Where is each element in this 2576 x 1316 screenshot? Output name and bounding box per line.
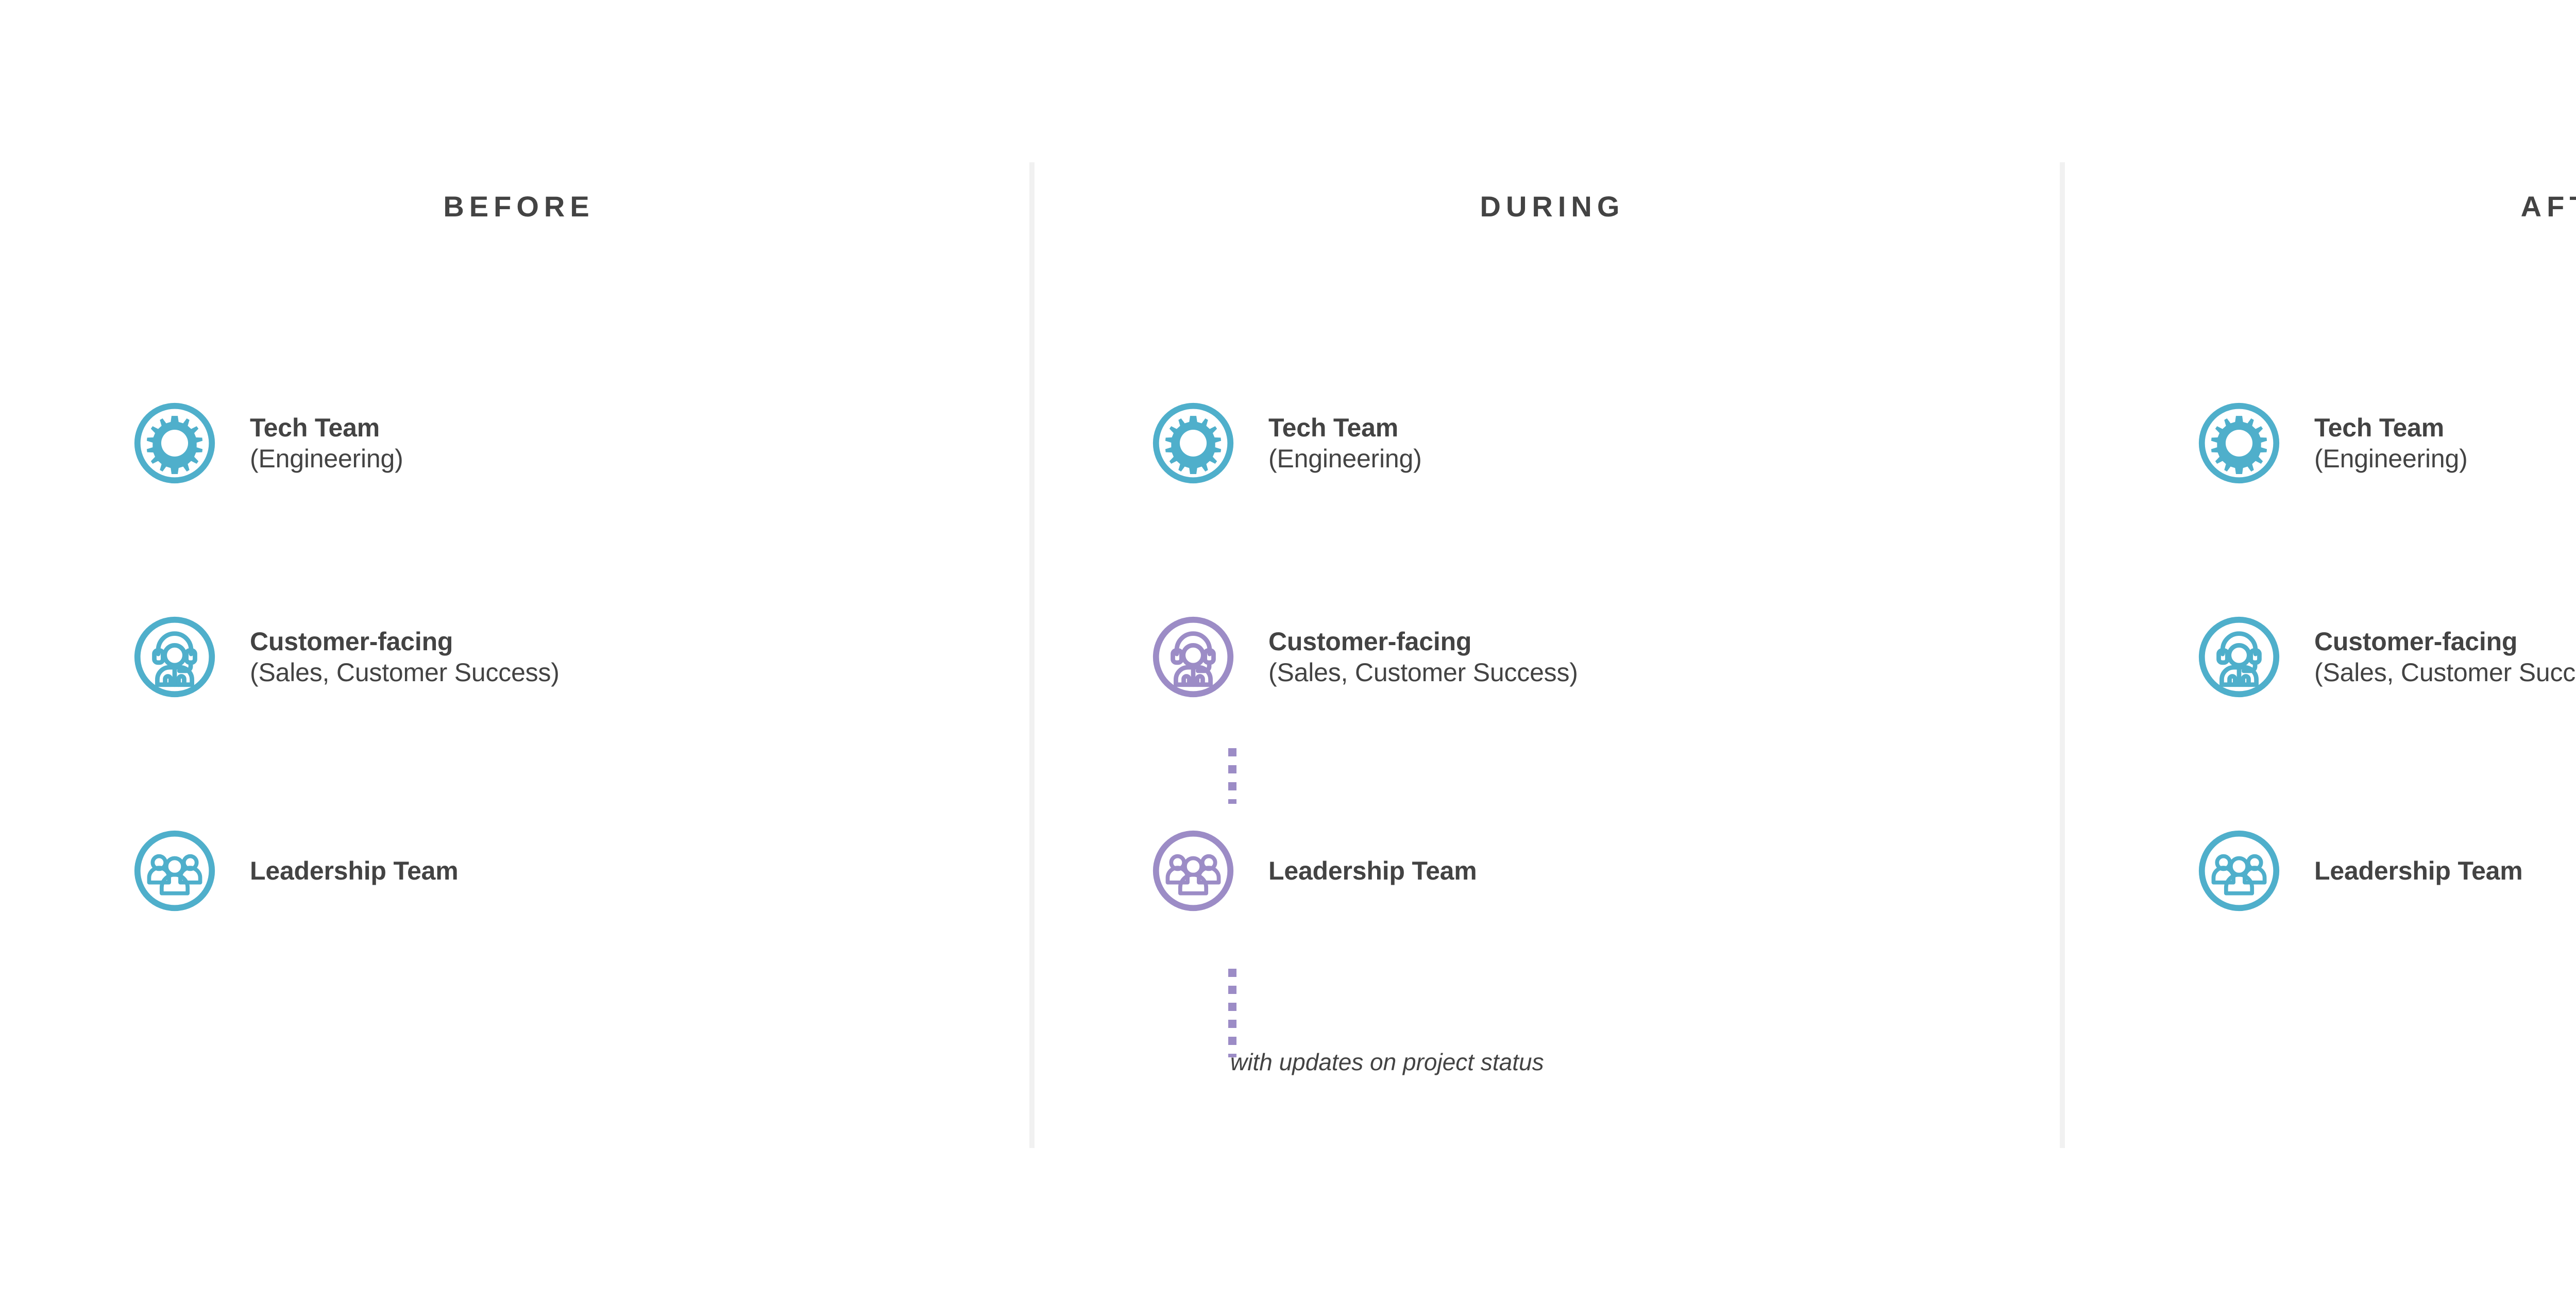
label-secondary: (Sales, Customer Success) bbox=[250, 658, 560, 687]
label-primary: Customer-facing bbox=[250, 627, 453, 656]
list-item-label: Leadership Team bbox=[1268, 856, 1477, 885]
list-item-leadership-team-before[interactable]: Leadership Team bbox=[131, 827, 459, 915]
label-primary: Tech Team bbox=[2314, 413, 2444, 442]
label-primary: Leadership Team bbox=[250, 856, 459, 885]
label-secondary: (Sales, Customer Success) bbox=[1268, 658, 1578, 687]
list-item-label: Tech Team (Engineering) bbox=[1268, 413, 1422, 473]
list-item-tech-team-during[interactable]: Tech Team (Engineering) bbox=[1150, 399, 1422, 487]
list-item-tech-team-after[interactable]: Tech Team (Engineering) bbox=[2196, 399, 2468, 487]
column-heading-before: BEFORE bbox=[443, 190, 595, 223]
headset-agent-icon bbox=[2196, 614, 2282, 700]
group-people-icon bbox=[2196, 828, 2282, 914]
column-divider-during-after bbox=[2060, 162, 2065, 1148]
label-secondary: (Engineering) bbox=[250, 444, 403, 473]
gear-icon bbox=[1150, 400, 1236, 486]
list-item-tech-team-before[interactable]: Tech Team (Engineering) bbox=[131, 399, 403, 487]
label-secondary: (Engineering) bbox=[2314, 444, 2468, 473]
footnote-project-status: with updates on project status bbox=[1230, 1049, 1544, 1075]
column-heading-after: AFTER bbox=[2520, 190, 2576, 223]
row-list-before: Tech Team (Engineering) bbox=[0, 0, 1032, 1316]
column-before: BEFORE Tech Team (Engineering) bbox=[0, 0, 1032, 1316]
headset-agent-icon bbox=[1150, 614, 1236, 700]
group-people-icon bbox=[1150, 828, 1236, 914]
label-primary: Customer-facing bbox=[2314, 627, 2518, 656]
list-item-label: Customer-facing (Sales, Customer Success… bbox=[250, 627, 560, 687]
list-item-label: Customer-facing (Sales, Customer Success… bbox=[1268, 627, 1578, 687]
list-item-label: Customer-facing (Sales, Customer Success… bbox=[2314, 627, 2576, 687]
list-item-label: Tech Team (Engineering) bbox=[2314, 413, 2468, 473]
label-secondary: (Sales, Customer Success) bbox=[2314, 658, 2576, 687]
gear-icon bbox=[2196, 400, 2282, 486]
label-primary: Leadership Team bbox=[1268, 856, 1477, 885]
label-primary: Tech Team bbox=[1268, 413, 1398, 442]
headset-agent-icon bbox=[131, 614, 218, 700]
row-list-after: Tech Team (Engineering) bbox=[2067, 0, 2576, 1316]
dotted-connector-lower bbox=[1228, 969, 1236, 1057]
list-item-customer-facing-before[interactable]: Customer-facing (Sales, Customer Success… bbox=[131, 613, 560, 701]
column-divider-before-during bbox=[1029, 162, 1035, 1148]
list-item-leadership-team-after[interactable]: Leadership Team bbox=[2196, 827, 2523, 915]
column-after: AFTER Tech Team (Engineering) bbox=[2067, 0, 2576, 1316]
list-item-label: Leadership Team bbox=[2314, 856, 2523, 885]
label-primary: Customer-facing bbox=[1268, 627, 1472, 656]
label-secondary: (Engineering) bbox=[1268, 444, 1422, 473]
label-primary: Leadership Team bbox=[2314, 856, 2523, 885]
list-item-label: Leadership Team bbox=[250, 856, 459, 885]
dotted-connector-upper bbox=[1228, 748, 1236, 804]
list-item-leadership-team-during[interactable]: Leadership Team bbox=[1150, 827, 1477, 915]
gear-icon bbox=[131, 400, 218, 486]
column-heading-during: DURING bbox=[1480, 190, 1625, 223]
column-during: DURING Tech Team (Engineering) bbox=[1036, 0, 2064, 1316]
row-list-during: Tech Team (Engineering) bbox=[1036, 0, 2064, 1316]
group-people-icon bbox=[131, 828, 218, 914]
label-primary: Tech Team bbox=[250, 413, 380, 442]
list-item-label: Tech Team (Engineering) bbox=[250, 413, 403, 473]
list-item-customer-facing-during[interactable]: Customer-facing (Sales, Customer Success… bbox=[1150, 613, 1578, 701]
list-item-customer-facing-after[interactable]: Customer-facing (Sales, Customer Success… bbox=[2196, 613, 2576, 701]
